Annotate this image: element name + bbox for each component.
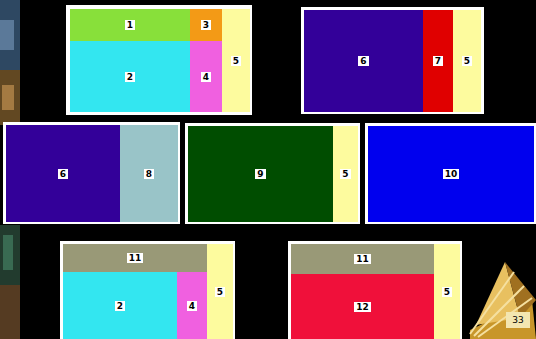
block-number: 5 [340, 169, 350, 179]
block-number: 8 [144, 169, 154, 179]
block-number: 6 [358, 56, 368, 66]
block-number: 2 [125, 72, 135, 82]
block-number: 4 [201, 72, 211, 82]
color-block: 4 [177, 272, 207, 339]
block-number: 11 [127, 253, 144, 263]
block-number: 5 [442, 287, 452, 297]
block-number: 4 [187, 301, 197, 311]
color-block: 5 [222, 9, 250, 112]
color-block: 4 [190, 41, 222, 112]
block-number: 9 [255, 169, 265, 179]
block-number: 11 [354, 254, 371, 264]
color-block: 1 [70, 9, 190, 41]
color-block: 2 [70, 41, 190, 112]
color-block: 12 [291, 274, 434, 339]
color-block: 9 [188, 126, 333, 222]
block-number: 3 [201, 20, 211, 30]
color-block: 5 [207, 244, 233, 339]
block-number: 2 [115, 301, 125, 311]
block-number: 1 [125, 20, 135, 30]
block-number: 5 [215, 287, 225, 297]
block-number: 12 [354, 302, 371, 312]
color-block: 5 [434, 244, 460, 339]
block-number: 10 [443, 169, 460, 179]
color-block: 6 [6, 125, 120, 222]
color-block: 10 [368, 126, 534, 222]
block-number: 7 [433, 56, 443, 66]
color-block: 5 [453, 10, 481, 112]
slide-number: 33 [512, 315, 523, 325]
color-block: 11 [291, 244, 434, 274]
block-number: 6 [58, 169, 68, 179]
color-block: 11 [63, 244, 207, 272]
color-block: 5 [333, 126, 358, 222]
color-block: 8 [120, 125, 178, 222]
color-block: 3 [190, 9, 222, 41]
color-block: 6 [304, 10, 423, 112]
color-block: 2 [63, 272, 177, 339]
block-number: 5 [231, 56, 241, 66]
color-block: 7 [423, 10, 453, 112]
block-number: 5 [462, 56, 472, 66]
